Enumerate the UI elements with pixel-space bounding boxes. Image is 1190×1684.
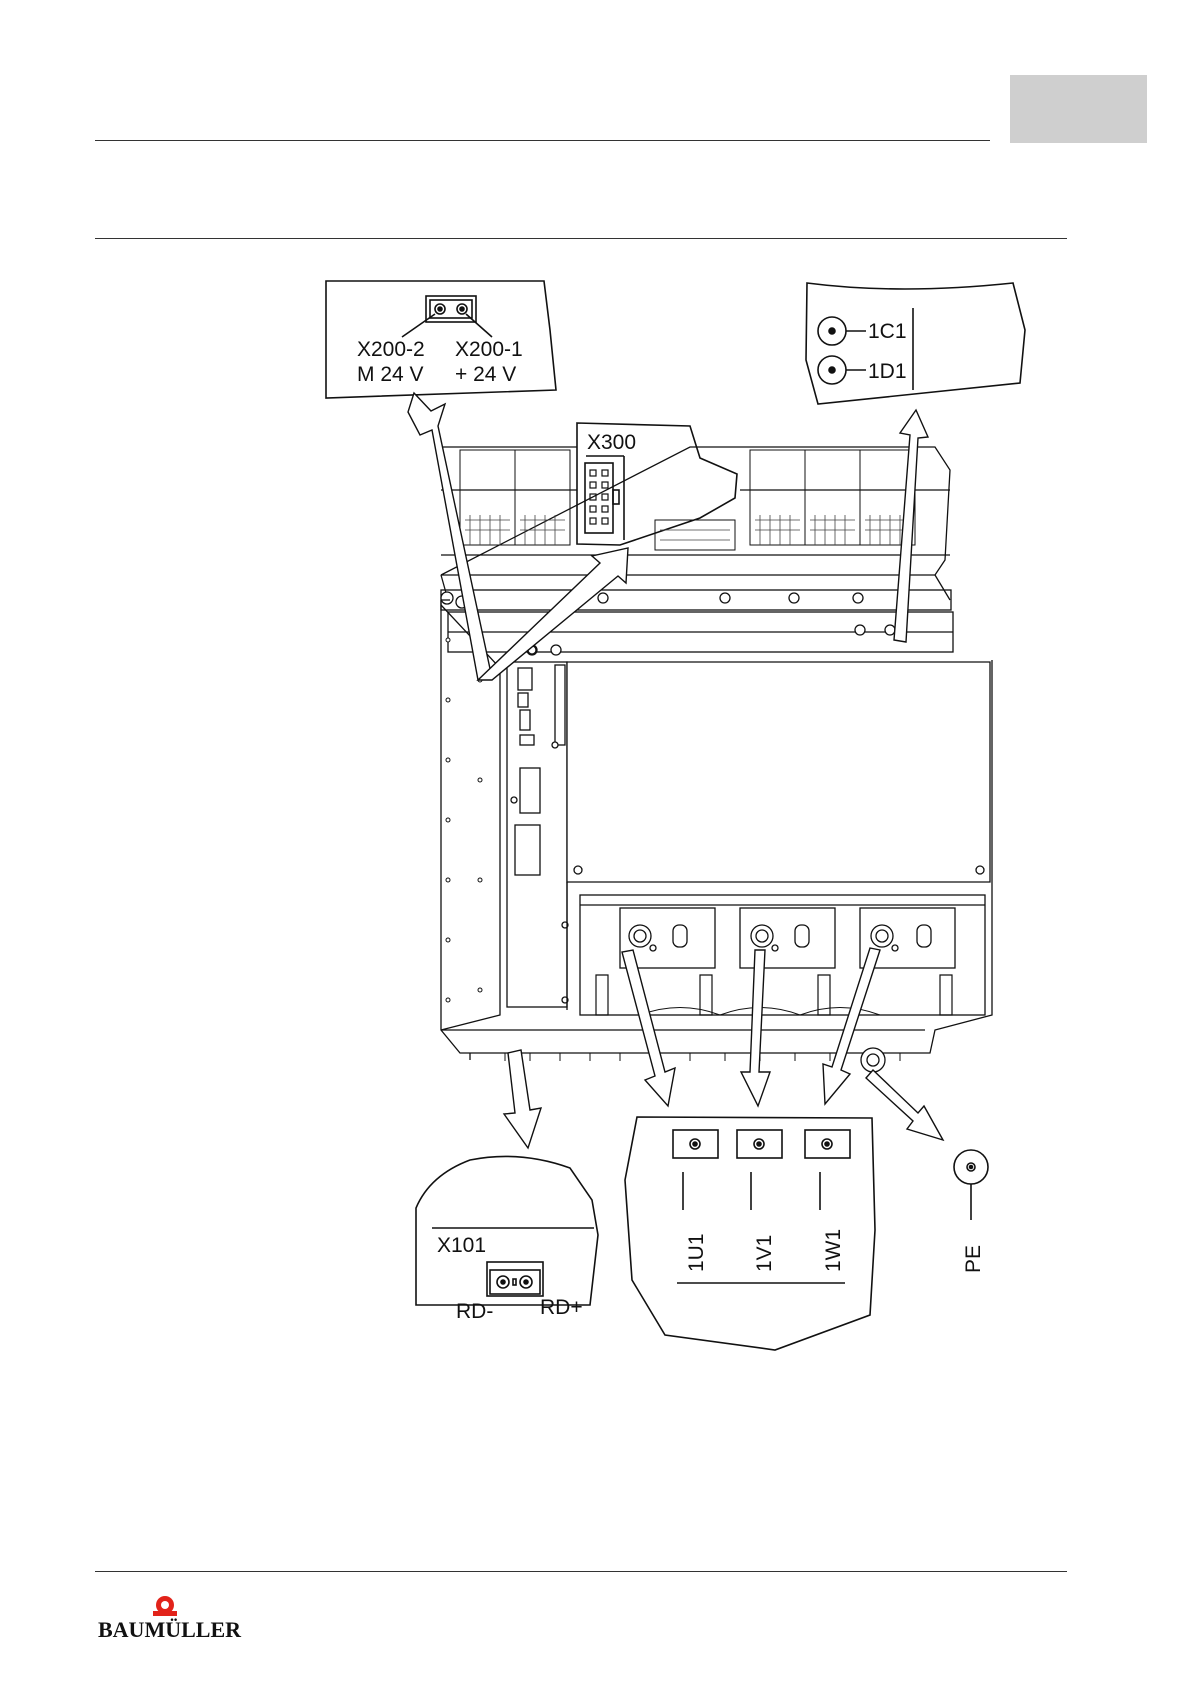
top-cover	[567, 662, 990, 882]
footer-rule	[95, 1571, 1067, 1572]
label-1v1: 1V1	[753, 1235, 776, 1272]
label-x300: X300	[587, 431, 636, 454]
label-x101: X101	[437, 1234, 486, 1257]
label-rd-plus: RD+	[540, 1296, 583, 1319]
label-1u1: 1U1	[685, 1233, 708, 1272]
label-m24v: M 24 V	[357, 363, 424, 386]
label-x200-1: X200-1	[455, 338, 523, 361]
label-rd-minus: RD-	[456, 1300, 493, 1323]
label-pe: PE	[962, 1245, 985, 1273]
control-card	[507, 662, 567, 1007]
label-1w1: 1W1	[822, 1229, 845, 1272]
logo-icon	[153, 1596, 177, 1616]
device-housing	[441, 600, 992, 1072]
label-x200-2: X200-2	[357, 338, 425, 361]
callout-1c1-1d1	[806, 283, 1025, 404]
label-1d1: 1D1	[868, 360, 907, 383]
pe-symbol	[954, 1150, 988, 1220]
baumueller-logo: BAUMÜLLER	[97, 1592, 247, 1652]
label-p24v: + 24 V	[455, 363, 516, 386]
label-1c1: 1C1	[868, 320, 907, 343]
callout-x101	[416, 1156, 598, 1305]
logo-text: BAUMÜLLER	[98, 1617, 242, 1642]
